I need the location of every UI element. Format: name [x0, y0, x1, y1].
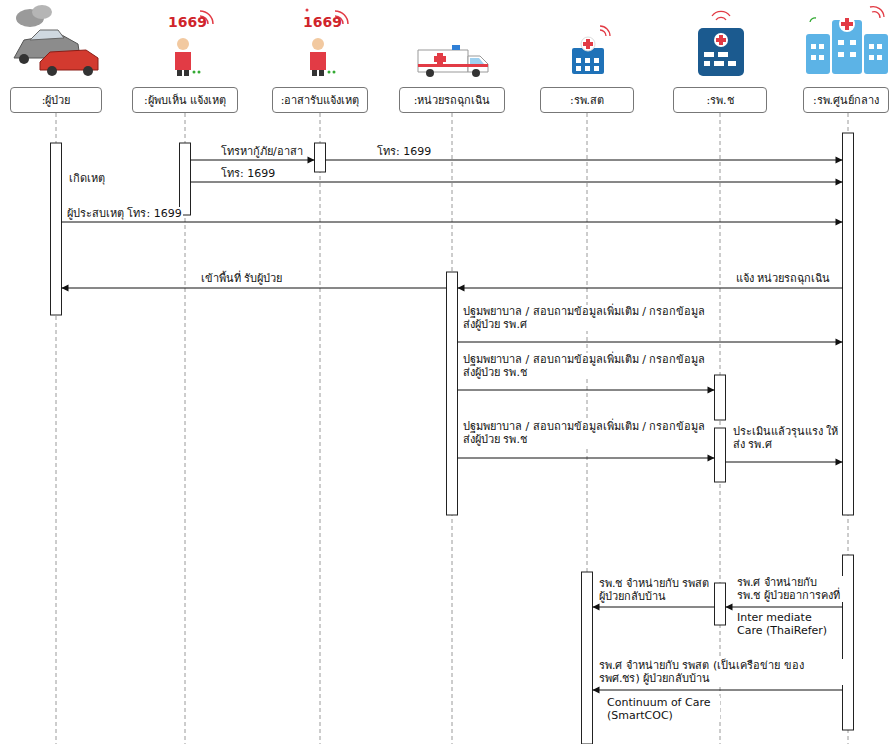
arrow-head [593, 687, 600, 694]
message-line [593, 690, 843, 691]
lifeline-head: :อาสารับแจ้งเหตุ [272, 87, 368, 113]
message-arrow [593, 687, 843, 694]
message-arrow [458, 455, 715, 462]
activation-bar [715, 428, 726, 482]
activation-bar [447, 272, 458, 515]
arrow-head [708, 455, 715, 462]
arrow-head [726, 604, 733, 611]
activation-bar [715, 583, 726, 625]
message-label: โทร: 1699 [376, 145, 432, 158]
message-label: รพ.ศ จำหน่ายกับ รพสต (เป็นเครือข่าย ของ … [598, 659, 844, 685]
message-arrow [458, 339, 843, 346]
lifeline-head: :ผู้พบเห็น แจ้งเหตุ [132, 87, 238, 113]
message-line [593, 607, 715, 608]
arrow-head [62, 285, 69, 292]
message-label: ปฐมพยาบาล / สอบถามข้อมูลเพิ่มเติม / กรอก… [462, 305, 714, 331]
hospital-icon [806, 7, 888, 74]
message-arrow [458, 387, 715, 394]
lifeline-title: :รพ.ศูนย์กลาง [813, 91, 879, 109]
message-label: รพ.ศ จำหน่ายกับ รพ.ช ผู้ป่วยอาการคงที่ [736, 576, 844, 602]
activation-bar [315, 143, 326, 172]
lifeline-head: :รพ.ศูนย์กลาง [803, 87, 889, 113]
arrow-head [836, 157, 843, 164]
message-label: เข้าพื้นที่ รับผู้ป่วย [200, 272, 284, 285]
lifeline-head: :หน่วยรถฉุกเฉิน [399, 87, 505, 113]
lifeline-head: :รพ.สต [540, 87, 634, 113]
activation-bar [180, 143, 191, 215]
arrow-head [836, 339, 843, 346]
lifeline-head: :รพ.ช [673, 87, 767, 113]
activation-bar [843, 133, 854, 515]
message-line [458, 288, 843, 289]
ambulance-icon [418, 45, 488, 77]
hospital-icon [572, 26, 610, 74]
note-label: Inter mediate Care (ThaiRefer) [736, 611, 834, 637]
activation-bar [843, 555, 854, 730]
message-line [458, 458, 715, 459]
note-label: เกิดเหตุ [68, 172, 106, 185]
message-label: โทร: 1699 [220, 167, 276, 180]
message-line [62, 222, 843, 223]
arrow-head [836, 219, 843, 226]
lifeline-title: :รพ.ช [706, 91, 733, 109]
message-arrow [458, 285, 843, 292]
arrow-head [593, 604, 600, 611]
hotline-number: 1669 [168, 14, 207, 30]
lifeline-head: :ผู้ป่วย [10, 87, 102, 113]
message-label: ปฐมพยาบาล / สอบถามข้อมูลเพิ่มเติม / กรอก… [462, 353, 709, 379]
message-arrow [191, 179, 843, 186]
hotline-number: 1669 [303, 14, 342, 30]
message-line [726, 607, 843, 608]
message-label: ผู้ประสบเหตุ โทร: 1699 [66, 207, 183, 220]
arrow-head [308, 157, 315, 164]
note-label: Continuum of Care (SmartCOC) [606, 696, 720, 722]
message-line [326, 160, 843, 161]
lifeline-title: :ผู้พบเห็น แจ้งเหตุ [144, 91, 226, 109]
message-label: โทรหากู้ภัย/อาสา [220, 145, 304, 158]
lifeline-title: :อาสารับแจ้งเหตุ [281, 91, 360, 109]
lifeline-title: :รพ.สต [570, 91, 604, 109]
lifeline-title: :ผู้ป่วย [42, 91, 71, 109]
message-arrow [593, 604, 715, 611]
message-label: ปฐมพยาบาล / สอบถามข้อมูลเพิ่มเติม / กรอก… [462, 420, 709, 446]
message-line [62, 288, 447, 289]
hospital-icon [698, 11, 744, 76]
lifeline [320, 113, 321, 744]
arrow-head [708, 387, 715, 394]
message-arrow [62, 285, 447, 292]
activation-bar [715, 375, 726, 420]
message-arrow [726, 604, 843, 611]
message-line [191, 182, 843, 183]
crash-icon [14, 5, 98, 76]
lifeline-title: :หน่วยรถฉุกเฉิน [414, 91, 491, 109]
message-line [191, 160, 315, 161]
message-line [726, 462, 843, 463]
message-label: ประเมินแล้วรุนแรง ให้ส่ง รพ.ศ [732, 425, 842, 451]
message-label: รพ.ช จำหน่ายกับ รพสต ผู้ป่วยกลับบ้าน [598, 577, 712, 603]
arrow-head [836, 459, 843, 466]
activation-bar [51, 143, 62, 315]
message-line [458, 342, 843, 343]
activation-bar [582, 572, 593, 744]
message-label: แจ้ง หน่วยรถฉุกเฉิน [735, 272, 832, 285]
message-line [458, 390, 715, 391]
arrow-head [836, 179, 843, 186]
message-arrow [726, 459, 843, 466]
arrow-head [458, 285, 465, 292]
